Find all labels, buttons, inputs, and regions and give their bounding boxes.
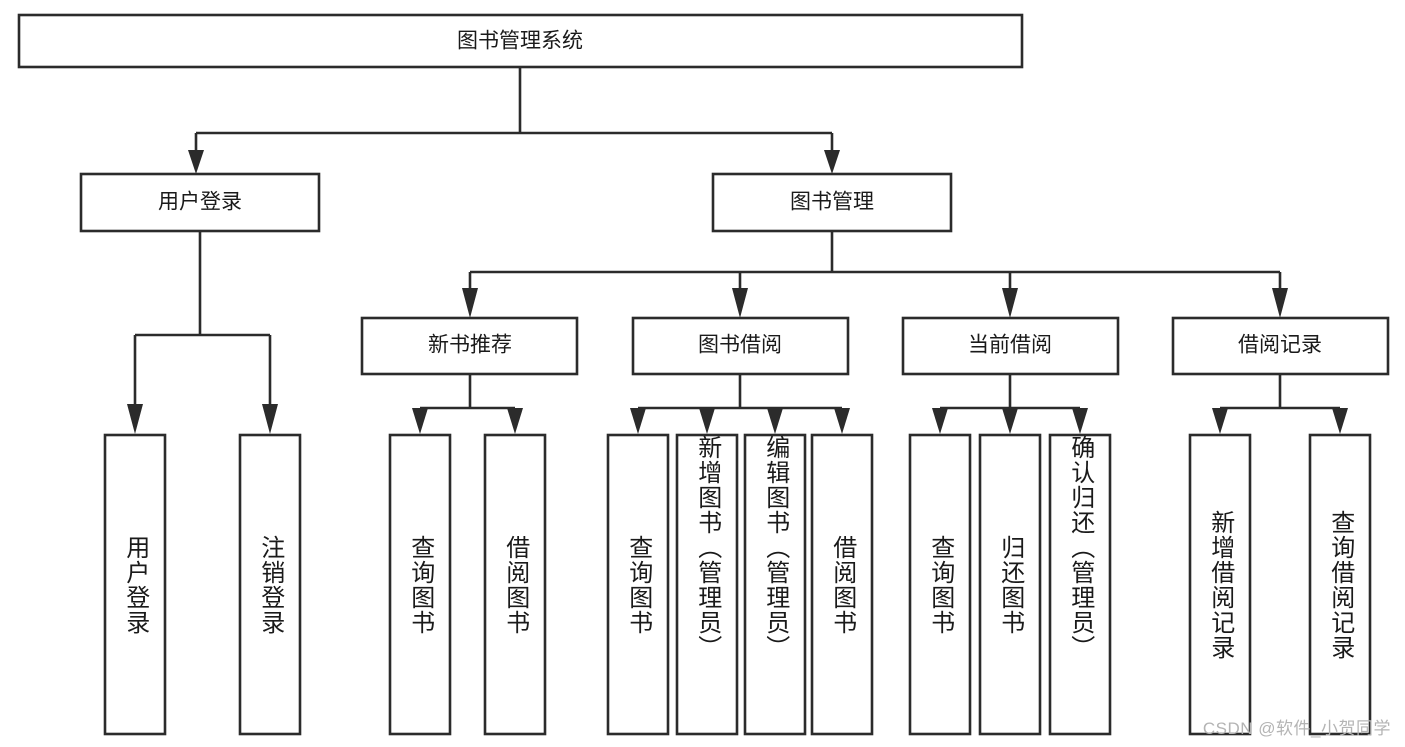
node-root-box[interactable] <box>17 13 1024 69</box>
node-book-manage-box[interactable] <box>711 172 953 233</box>
arrow-head-borrow-records-to-leaf-1 <box>1212 408 1228 434</box>
node-user-login-box[interactable] <box>79 172 321 233</box>
leaf-box-add-book-admin[interactable] <box>675 433 739 736</box>
leaf-box-add-borrow-record[interactable] <box>1188 433 1252 736</box>
node-new-book-recommend-box[interactable] <box>360 316 579 376</box>
arrow-head-root-to-user-login <box>188 150 204 174</box>
leaf-box-edit-book-admin[interactable] <box>743 433 807 736</box>
arrow-head-borrow-records-to-leaf-2 <box>1332 408 1348 434</box>
node-current-borrow[interactable]: 当前借阅 <box>901 316 1120 376</box>
node-borrow-records-label: 借阅记录 <box>1238 334 1322 357</box>
node-borrow-records-box[interactable] <box>1171 316 1390 376</box>
watermark-text: CSDN @软件_小贺同学 <box>1202 719 1391 738</box>
leaf-box-logout[interactable] <box>238 433 302 736</box>
arrow-head-book-manage-to-new-books <box>462 288 478 318</box>
leaf-box-user-login[interactable] <box>103 433 167 736</box>
arrow-head-current-borrow-to-leaf-2 <box>1002 408 1018 434</box>
node-user-login[interactable]: 用户登录 <box>79 172 321 233</box>
node-borrow-records[interactable]: 借阅记录 <box>1171 316 1390 376</box>
arrow-head-user-login-to-leaf-2 <box>262 404 278 434</box>
arrow-head-current-borrow-to-leaf-3 <box>1072 408 1088 434</box>
leaf-box-query-borrow-record[interactable] <box>1308 433 1372 736</box>
arrow-head-user-login-to-leaf-1 <box>127 404 143 434</box>
arrow-head-borrow-to-leaf-1 <box>630 408 646 434</box>
connector-group-user-login <box>127 231 278 434</box>
node-book-manage[interactable]: 图书管理 <box>711 172 953 233</box>
node-root[interactable]: 图书管理系统 <box>17 13 1024 69</box>
node-book-borrow-box[interactable] <box>631 316 850 376</box>
connector-group-borrow-records <box>1212 374 1348 434</box>
node-current-borrow-label: 当前借阅 <box>968 334 1052 357</box>
connector-group-new-books <box>412 374 523 434</box>
node-new-book-recommend[interactable]: 新书推荐 <box>360 316 579 376</box>
arrow-head-root-to-book-manage <box>824 150 840 174</box>
node-book-borrow-label: 图书借阅 <box>698 334 782 357</box>
node-current-borrow-box[interactable] <box>901 316 1120 376</box>
arrow-head-book-manage-to-records <box>1272 288 1288 318</box>
leaf-box-query-book-new[interactable] <box>388 433 452 736</box>
arrow-head-new-books-to-leaf-2 <box>507 408 523 434</box>
arrow-head-borrow-to-leaf-2 <box>699 408 715 434</box>
arrow-head-borrow-to-leaf-4 <box>834 408 850 434</box>
node-book-borrow[interactable]: 图书借阅 <box>631 316 850 376</box>
arrow-head-new-books-to-leaf-1 <box>412 408 428 434</box>
leaf-box-return-book[interactable] <box>978 433 1042 736</box>
leaf-box-confirm-return-admin[interactable] <box>1048 433 1112 736</box>
connector-group-borrow <box>630 374 850 434</box>
connector-group-current-borrow <box>932 374 1088 434</box>
node-book-manage-label: 图书管理 <box>790 191 874 214</box>
connector-group-book-manage <box>462 231 1288 318</box>
arrow-head-book-manage-to-borrow <box>732 288 748 318</box>
leaf-box-query-book-current[interactable] <box>908 433 972 736</box>
leaf-box-borrow-book-new[interactable] <box>483 433 547 736</box>
arrow-head-book-manage-to-current <box>1002 288 1018 318</box>
leaf-box-borrow-book[interactable] <box>810 433 874 736</box>
leaf-box-group <box>103 433 1372 736</box>
node-root-label: 图书管理系统 <box>457 30 583 53</box>
arrow-head-borrow-to-leaf-3 <box>767 408 783 434</box>
leaf-box-query-book-borrow[interactable] <box>606 433 670 736</box>
node-new-book-recommend-label: 新书推荐 <box>428 334 512 357</box>
arrow-head-current-borrow-to-leaf-1 <box>932 408 948 434</box>
connector-group-root <box>188 67 840 174</box>
node-user-login-label: 用户登录 <box>158 191 242 214</box>
